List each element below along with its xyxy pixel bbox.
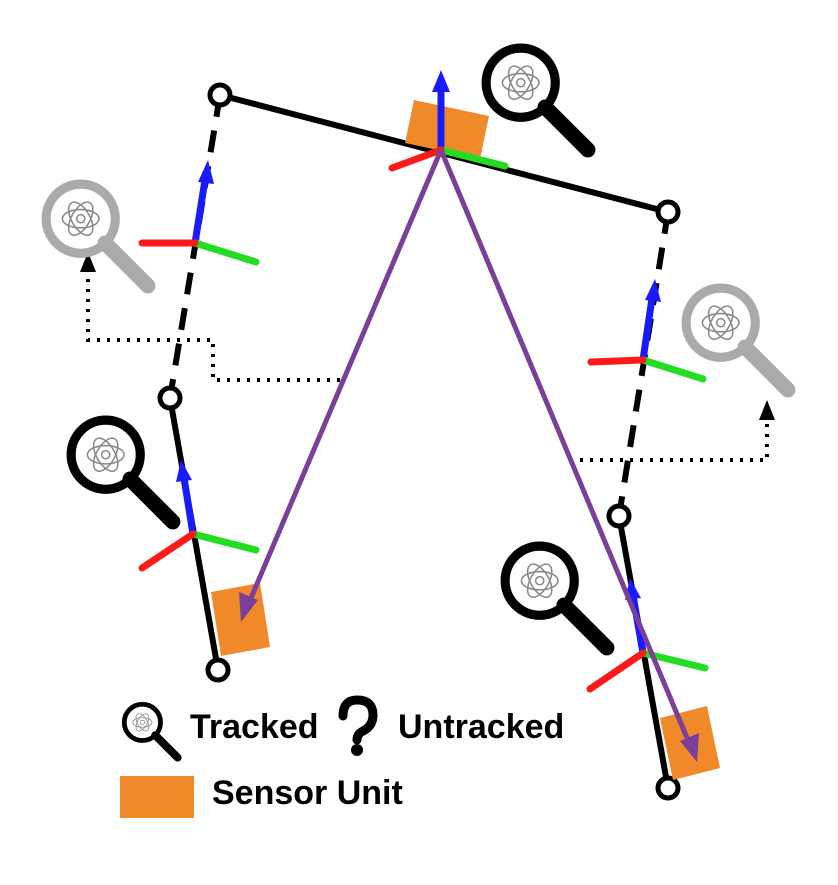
magnifier-icon xyxy=(505,546,607,648)
right-upper-link xyxy=(616,211,671,517)
frame-right-lower-x-axis xyxy=(586,649,647,693)
frame-left-lower-z-axis xyxy=(180,474,197,538)
frame-left-lower-z-arrowhead xyxy=(176,460,192,482)
tracked-magnifier-left xyxy=(71,420,173,522)
estimation-path-left xyxy=(86,272,340,382)
sensor-units xyxy=(211,100,720,780)
measurement-arrows xyxy=(239,149,699,762)
measurement-arrow-left xyxy=(245,149,444,606)
frame-left-lower xyxy=(138,460,260,572)
magnifier-icon xyxy=(686,288,788,390)
measurement-arrow-right xyxy=(438,149,693,746)
measurement-arrow-left-head xyxy=(239,592,258,622)
question-mark-dot xyxy=(351,744,363,756)
frame-top-z-arrowhead xyxy=(432,70,450,92)
frame-left-upper-z-axis xyxy=(191,176,209,247)
magnifier-icon xyxy=(71,420,173,522)
joints xyxy=(157,82,681,801)
untracked-magnifier-left xyxy=(46,184,148,286)
estimation-path-right-arrowhead xyxy=(759,400,775,420)
frame-top-x-axis xyxy=(388,146,445,172)
joint-right-middle xyxy=(606,503,632,529)
frame-left-lower-y-axis xyxy=(189,530,260,554)
joint-top-left xyxy=(207,82,233,108)
joint-top-right xyxy=(655,199,681,225)
frame-top xyxy=(388,70,509,172)
joint-left-middle xyxy=(157,385,183,411)
legend-untracked-icon xyxy=(338,695,378,756)
joint-left-bottom xyxy=(205,657,231,683)
tracked-magnifier-top xyxy=(486,48,588,150)
joint-right-bottom xyxy=(655,775,681,801)
frame-left-upper xyxy=(138,160,260,266)
frame-right-upper-y-axis xyxy=(639,356,707,383)
magnifier-icon xyxy=(124,704,177,757)
estimation-path-right xyxy=(580,420,769,462)
frame-top-y-axis xyxy=(437,146,509,170)
legend-tracked-label: Tracked xyxy=(190,708,319,746)
measurement-arrow-right-head xyxy=(680,733,699,762)
frame-right-upper xyxy=(587,279,707,383)
frame-right-upper-z-arrowhead xyxy=(645,279,661,302)
tracked-magnifier-right xyxy=(505,546,607,648)
estimation-paths xyxy=(86,272,769,462)
frame-right-upper-x-axis xyxy=(587,356,647,366)
frame-right-upper-z-axis xyxy=(639,294,656,364)
magnifier-icon xyxy=(46,184,148,286)
frame-left-lower-x-axis xyxy=(138,530,197,572)
untracked-magnifier-right xyxy=(686,288,788,390)
legend-untracked-label: Untracked xyxy=(398,708,564,746)
magnifier-icon xyxy=(486,48,588,150)
legend-sensor-swatch xyxy=(120,776,194,818)
sensor-unit-top xyxy=(405,100,489,159)
question-mark-icon xyxy=(338,695,378,745)
estimation-path-left-arrowhead xyxy=(80,252,96,272)
frame-left-upper-y-axis xyxy=(191,239,260,266)
legend: Tracked Untracked Sensor Unit xyxy=(120,695,564,818)
legend-tracked-icon xyxy=(124,704,177,757)
legend-sensor-label: Sensor Unit xyxy=(212,774,403,812)
frame-left-upper-z-arrowhead xyxy=(198,160,214,184)
